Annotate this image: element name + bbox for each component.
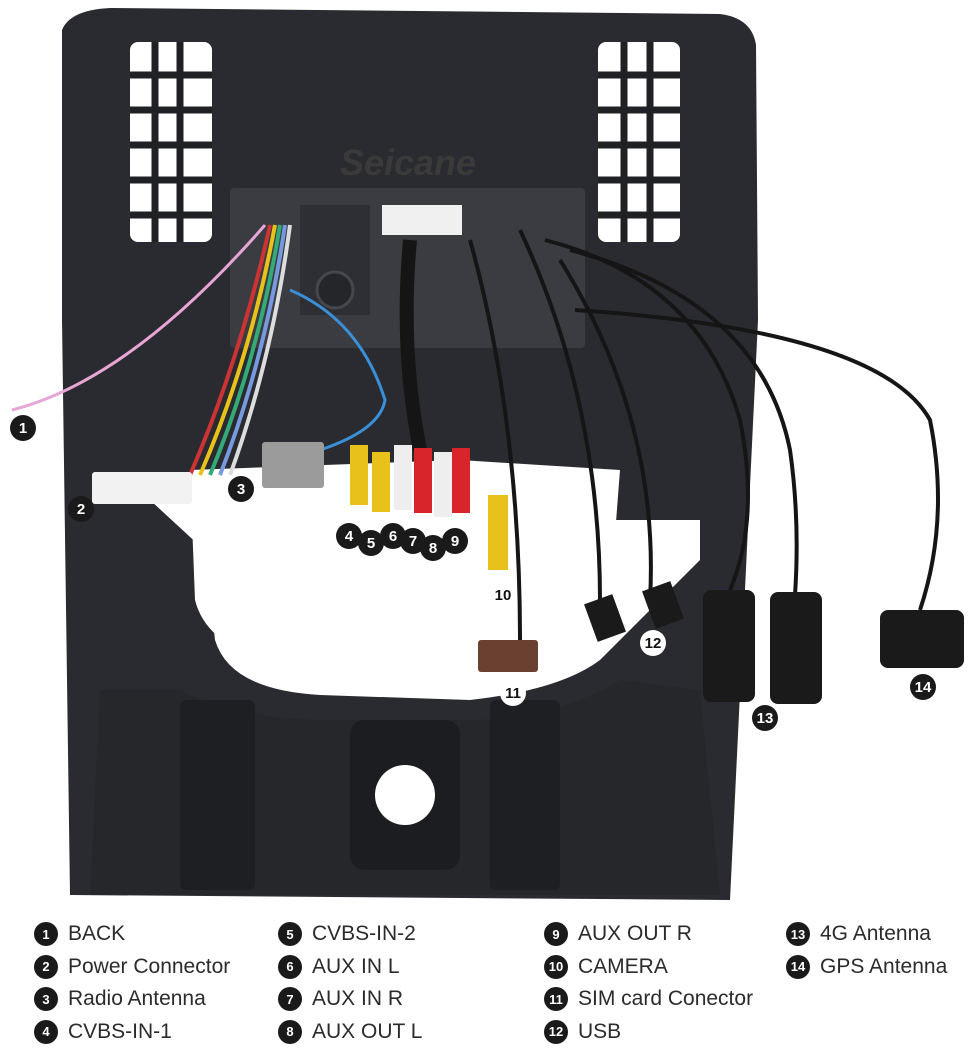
callout-3: 3 <box>228 476 254 502</box>
stereo-back-illustration: Seicane <box>11 8 964 900</box>
callout-5: 5 <box>358 530 384 556</box>
radio-antenna-wire <box>289 288 387 452</box>
4g-antenna-1 <box>703 590 755 702</box>
callout-10: 10 <box>490 582 516 608</box>
left-air-vent <box>130 42 212 242</box>
back-wire <box>11 224 267 412</box>
callout-2: 2 <box>68 496 94 522</box>
sim-card-connector <box>478 640 538 672</box>
4g-antenna-2 <box>770 592 822 704</box>
frame-inner-white <box>190 460 620 668</box>
callout-1: 1 <box>10 415 36 441</box>
callout-11: 11 <box>500 680 526 706</box>
console-slot-1 <box>180 700 255 890</box>
callout-14: 14 <box>910 674 936 700</box>
antenna-cables <box>468 229 940 641</box>
radio-antenna-plug <box>262 442 324 488</box>
callout-9: 9 <box>442 528 468 554</box>
callout-8: 8 <box>420 535 446 561</box>
product-photo: Seicane 1 2 3 4 5 6 7 8 9 <box>10 8 964 900</box>
main-connector-block <box>382 205 462 235</box>
usb-plug-2 <box>642 581 684 629</box>
power-harness <box>188 224 292 476</box>
console-slot-2 <box>490 700 560 890</box>
console-hole <box>375 765 435 825</box>
watermark-text: Seicane <box>340 142 476 183</box>
right-air-vent <box>598 42 680 242</box>
fan-icon <box>315 270 355 310</box>
camera-rca <box>488 495 508 570</box>
rca-bundle <box>350 239 470 517</box>
gps-antenna <box>880 610 964 668</box>
usb-plug-1 <box>584 594 626 642</box>
callout-12: 12 <box>640 630 666 656</box>
power-connector-plug <box>92 472 192 504</box>
callout-13: 13 <box>752 705 778 731</box>
callout-4: 4 <box>336 523 362 549</box>
